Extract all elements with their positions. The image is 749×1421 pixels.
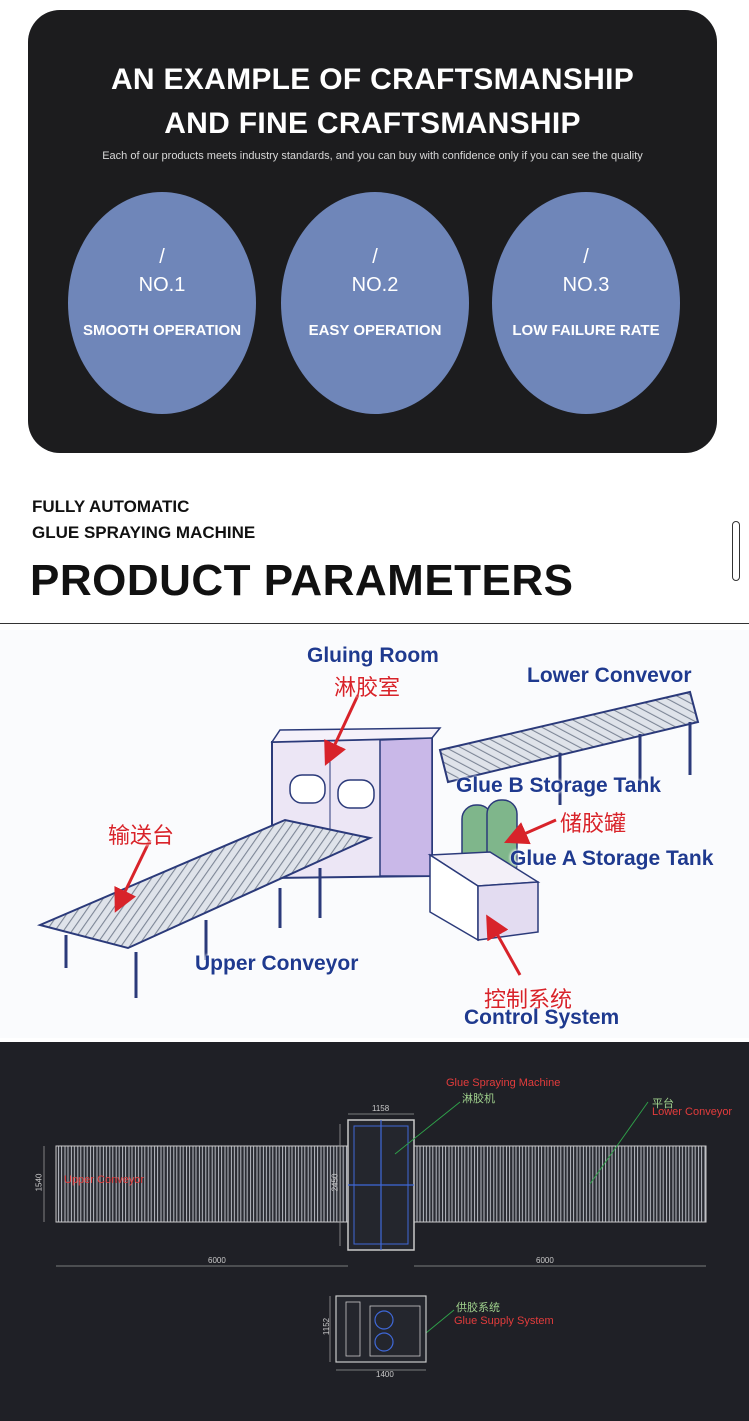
label-conveyor-table-cn: 输送台 bbox=[108, 823, 175, 848]
scroll-handle[interactable] bbox=[732, 521, 740, 581]
machine-plan-drawing: Glue Spraying Machine 淋胶机 平台 Lower Conve… bbox=[0, 1042, 749, 1421]
machine-render-graphic bbox=[36, 690, 700, 998]
dim-supply-width: 1400 bbox=[376, 1370, 394, 1379]
label-upper-conveyor: Upper Conveyor bbox=[195, 952, 359, 975]
feature-label: SMOOTH OPERATION bbox=[82, 322, 242, 339]
feature-slash: / bbox=[159, 246, 165, 268]
dim-conveyor-height: 1540 bbox=[34, 1173, 44, 1192]
feature-label: LOW FAILURE RATE bbox=[512, 322, 660, 339]
plan-label-glue-supply-system: Glue Supply System bbox=[454, 1315, 554, 1327]
dim-left-length: 6000 bbox=[208, 1256, 226, 1265]
craftsmanship-banner: AN EXAMPLE OF CRAFTSMANSHIP AND FINE CRA… bbox=[28, 10, 717, 453]
plan-label-upper-conveyor: Upper Conveyor bbox=[64, 1174, 145, 1186]
feature-number: NO.1 bbox=[138, 274, 186, 296]
dim-supply-height: 1152 bbox=[322, 1317, 332, 1336]
plan-graphic bbox=[43, 1101, 707, 1371]
section-title: PRODUCT PARAMETERS bbox=[30, 556, 574, 605]
banner-title-line2: AND FINE CRAFTSMANSHIP bbox=[164, 107, 581, 140]
label-control-system: Control System bbox=[464, 1006, 620, 1029]
product-subtitle-line2: GLUE SPRAYING MACHINE bbox=[32, 523, 256, 542]
feature-number: NO.2 bbox=[351, 274, 399, 296]
label-glue-a-tank: Glue A Storage Tank bbox=[510, 847, 714, 870]
feature-circle-1: / NO.1 SMOOTH OPERATION bbox=[68, 192, 256, 414]
dim-machine-width: 1158 bbox=[372, 1104, 390, 1113]
dim-machine-height: 2450 bbox=[330, 1173, 340, 1192]
product-subtitle-line1: FULLY AUTOMATIC bbox=[32, 497, 190, 516]
label-glue-b-tank: Glue B Storage Tank bbox=[456, 774, 661, 797]
feature-circle-3: / NO.3 LOW FAILURE RATE bbox=[492, 192, 680, 414]
banner-title: AN EXAMPLE OF CRAFTSMANSHIP AND FINE CRA… bbox=[28, 58, 717, 146]
plan-label-lower-conveyor: Lower Conveyor bbox=[652, 1106, 733, 1118]
feature-circle-2: / NO.2 EASY OPERATION bbox=[281, 192, 469, 414]
banner-title-line1: AN EXAMPLE OF CRAFTSMANSHIP bbox=[110, 63, 635, 96]
feature-slash: / bbox=[583, 246, 589, 268]
plan-label-glue-supply-cn: 供胶系统 bbox=[456, 1302, 500, 1314]
machine-3d-render: Gluing Room 淋胶室 Lower Convevor Glue B St… bbox=[0, 630, 749, 1038]
feature-slash: / bbox=[372, 246, 378, 268]
feature-label: EASY OPERATION bbox=[308, 322, 442, 339]
plan-label-platform-cn: 平台 bbox=[652, 1098, 674, 1110]
label-gluing-room-cn: 淋胶室 bbox=[334, 675, 401, 700]
plan-label-glue-spraying-machine: Glue Spraying Machine bbox=[446, 1077, 561, 1089]
label-storage-tank-cn: 储胶罐 bbox=[560, 811, 627, 836]
section-divider bbox=[0, 623, 749, 624]
plan-label-glue-spraying-machine-cn: 淋胶机 bbox=[462, 1093, 495, 1105]
dim-right-length: 6000 bbox=[536, 1256, 554, 1265]
product-subtitle: FULLY AUTOMATIC GLUE SPRAYING MACHINE bbox=[32, 494, 255, 546]
feature-number: NO.3 bbox=[562, 274, 610, 296]
label-lower-conveyor: Lower Convevor bbox=[527, 664, 692, 687]
banner-subtitle: Each of our products meets industry stan… bbox=[102, 150, 643, 162]
label-control-system-cn: 控制系统 bbox=[484, 987, 573, 1012]
label-gluing-room: Gluing Room bbox=[307, 644, 439, 667]
